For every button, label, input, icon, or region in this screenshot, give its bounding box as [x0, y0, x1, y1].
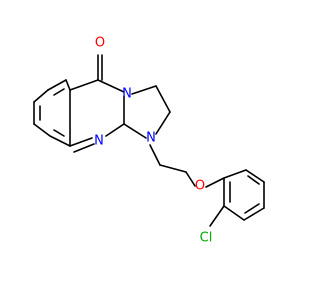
structure-canvas: O N N N O Cl — [33, 36, 265, 246]
oxygen-ether-label: O — [195, 179, 205, 194]
ethoxy-chain — [149, 144, 225, 188]
imidazoline-ring — [123, 85, 171, 139]
oxygen-carbonyl-label: O — [95, 36, 105, 51]
nitrogen-amine-label: N — [146, 131, 156, 146]
pyrimidinone-ring — [69, 54, 125, 153]
benzo-ring — [33, 79, 71, 147]
nitrogen-bridge-label: N — [122, 87, 132, 102]
chlorophenyl-ring — [209, 169, 265, 227]
nitrogen-ring-label: N — [94, 134, 104, 149]
molecule-structure: O N N N O Cl — [33, 36, 265, 246]
chlorine-label: Cl — [200, 231, 213, 246]
